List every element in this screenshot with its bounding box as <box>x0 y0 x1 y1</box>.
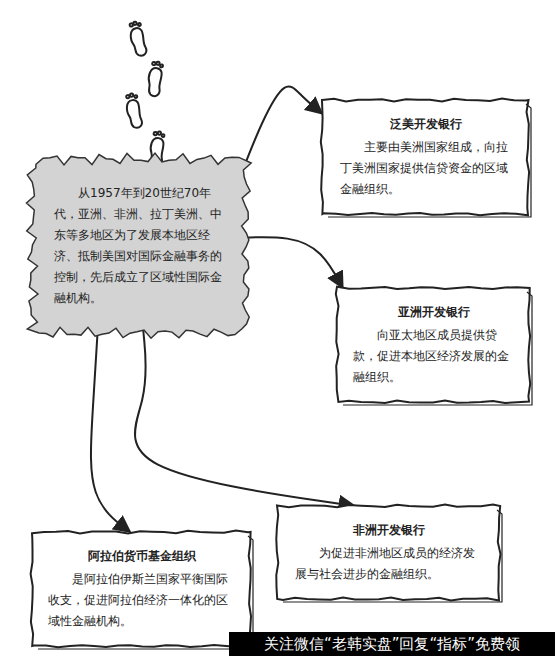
paper-shadow <box>343 292 532 405</box>
footprint <box>125 93 143 129</box>
box-text: 向亚太地区成员提供贷款，促进本地区经济发展的金融组织。 <box>353 325 515 388</box>
paper-outline <box>321 99 529 216</box>
watermark: 关注微信“老韩实盘”回复“指标”免费领 <box>229 632 555 656</box>
paper-shadow <box>328 104 531 217</box>
box-text: 主要由美洲国家组成，向拉丁美洲国家提供信贷资金的区域金融组织。 <box>340 137 512 200</box>
footprint <box>146 61 165 97</box>
footprint <box>128 21 147 57</box>
box-text: 为促进非洲地区成员的经济发展与社会进步的金融组织。 <box>295 543 483 585</box>
box-text: 从1957年到20世纪70年代，亚洲、非洲、拉丁美洲、中东等多地区为了发展本地区… <box>54 183 226 309</box>
arrow-connector <box>91 329 130 532</box>
torn-paper <box>27 153 252 338</box>
bank-box: 泛美开发银行主要由美洲国家组成，向拉丁美洲国家提供信贷资金的区域金融组织。 <box>322 100 528 214</box>
bank-box: 非洲开发银行为促进非洲地区成员的经济发展与社会进步的金融组织。 <box>277 506 499 599</box>
intro-panel: 从1957年到20世纪70年代，亚洲、非洲、拉丁美洲、中东等多地区为了发展本地区… <box>36 163 242 329</box>
paper-outline <box>31 531 251 648</box>
box-heading: 泛美开发银行 <box>340 114 512 135</box>
paper-outline <box>276 505 500 601</box>
box-heading: 非洲开发银行 <box>295 520 483 541</box>
paper-shadow <box>283 510 502 602</box>
footprints <box>125 21 166 167</box>
arrow-connector <box>238 86 322 183</box>
box-text: 是阿拉伯伊斯兰国家平衡国际收支，促进阿拉伯经济一体化的区域性金融机构。 <box>48 569 236 632</box>
fund-box: 阿拉伯货币基金组织是阿拉伯伊斯兰国家平衡国际收支，促进阿拉伯经济一体化的区域性金… <box>32 532 250 646</box>
arrow-connector <box>242 237 343 288</box>
arrow-connector <box>135 329 355 506</box>
box-heading: 阿拉伯货币基金组织 <box>48 546 236 567</box>
paper-shadow <box>38 536 253 649</box>
paper-outline <box>336 287 530 403</box>
bank-box: 亚洲开发银行向亚太地区成员提供贷款，促进本地区经济发展的金融组织。 <box>337 288 529 402</box>
box-heading: 亚洲开发银行 <box>353 302 515 323</box>
